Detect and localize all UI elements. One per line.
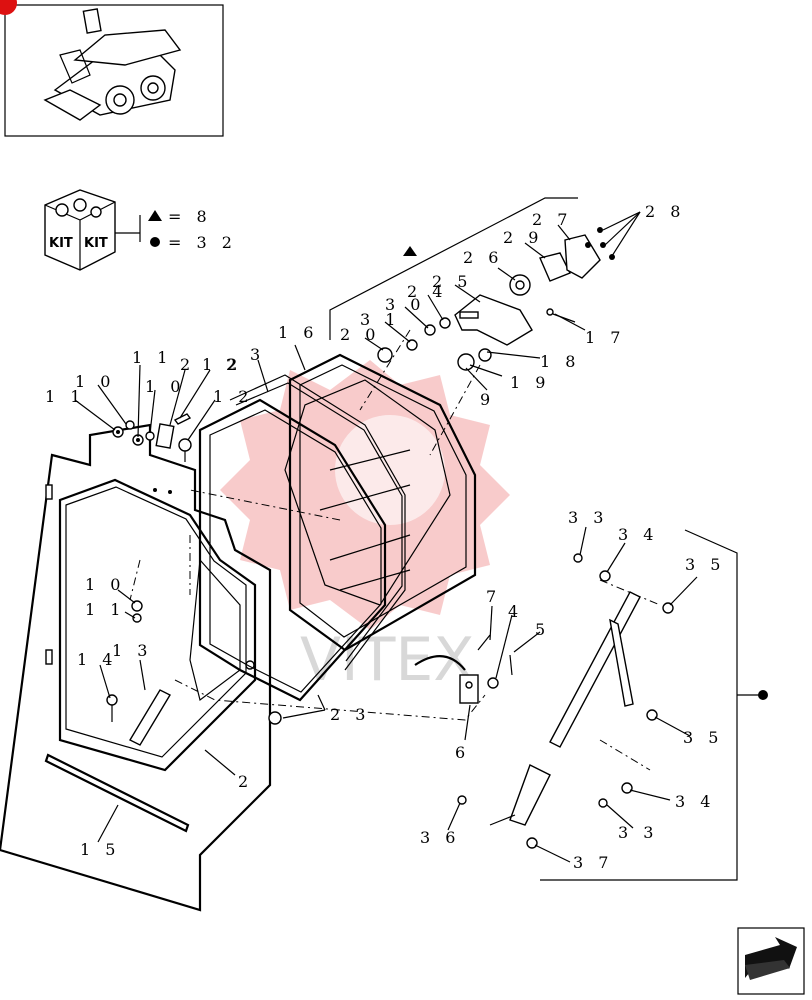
callout-37: 3 7 bbox=[573, 853, 613, 872]
callout-31: 3 1 bbox=[360, 310, 400, 329]
callout-5: 5 bbox=[535, 620, 550, 639]
callout-10: 1 0 bbox=[75, 372, 115, 391]
callout-34: 3 4 bbox=[675, 792, 715, 811]
callout-2: 2 bbox=[238, 772, 253, 791]
next-page-arrow-icon[interactable] bbox=[737, 927, 805, 995]
hinge-hardware bbox=[377, 227, 615, 371]
callout-34: 3 4 bbox=[618, 525, 658, 544]
callout-14: 1 4 bbox=[77, 650, 117, 669]
triangle-icon bbox=[148, 210, 162, 221]
callout-10: 1 0 bbox=[85, 575, 125, 594]
fastener-group-top-left bbox=[112, 413, 192, 462]
kit-label-left: KIT bbox=[49, 236, 73, 251]
door-frame[interactable] bbox=[0, 423, 272, 912]
callout-9: 9 bbox=[480, 390, 495, 409]
callout-33: 3 3 bbox=[568, 508, 608, 527]
callout-35: 3 5 bbox=[685, 555, 725, 574]
leader-lines bbox=[74, 211, 698, 863]
dot-icon bbox=[150, 237, 160, 247]
bottom-seal-strip[interactable] bbox=[44, 753, 190, 833]
watermark-text: VITEX bbox=[300, 625, 474, 695]
callout-7: 7 bbox=[486, 587, 501, 606]
callout-3: 3 bbox=[250, 345, 265, 364]
callout-28: 2 8 bbox=[645, 202, 685, 221]
glass-panel-16[interactable] bbox=[284, 353, 477, 652]
callout-33: 3 3 bbox=[618, 823, 658, 842]
callout-19: 1 9 bbox=[510, 373, 550, 392]
callout-labels: 1 1 1 0 1 1 1 0 2 1 2 2 1 2 3 1 6 2 0 3 … bbox=[45, 202, 725, 872]
callout-12: 1 2 bbox=[213, 387, 253, 406]
legend: = 8 = 3 2 bbox=[148, 207, 237, 252]
bracket-dot-icon bbox=[758, 690, 768, 700]
callout-23: 2 3 bbox=[330, 705, 370, 724]
callout-6: 6 bbox=[455, 743, 470, 762]
corner-badge bbox=[0, 0, 17, 15]
callout-24: 2 4 bbox=[407, 282, 447, 301]
callout-15: 1 5 bbox=[80, 840, 120, 859]
kit-label-right: KIT bbox=[84, 236, 108, 251]
legend-triangle-text: = 8 bbox=[168, 207, 212, 226]
skid-steer-loader-icon bbox=[43, 8, 182, 121]
construction-lines bbox=[129, 329, 661, 771]
callout-11: 1 1 bbox=[45, 387, 85, 406]
callout-12: 1 2 bbox=[202, 355, 242, 374]
callout-4: 4 bbox=[508, 602, 523, 621]
screws-28-icon bbox=[585, 227, 615, 260]
machine-thumbnail[interactable] bbox=[0, 0, 224, 137]
callout-26: 2 6 bbox=[463, 248, 503, 267]
callout-11: 1 1 bbox=[85, 600, 125, 619]
callout-16: 1 6 bbox=[278, 323, 318, 342]
gas-strut-assembly bbox=[457, 529, 768, 881]
callout-18: 1 8 bbox=[540, 352, 580, 371]
callout-27: 2 7 bbox=[532, 210, 572, 229]
callout-35: 3 5 bbox=[683, 728, 723, 747]
callout-13: 1 3 bbox=[112, 641, 152, 660]
legend-dot-text: = 3 2 bbox=[168, 233, 237, 252]
callout-30: 3 0 bbox=[385, 295, 425, 314]
callout-29: 2 9 bbox=[503, 228, 543, 247]
callout-11: 1 1 bbox=[132, 348, 172, 367]
triangle-kit-bracket bbox=[329, 197, 578, 340]
callout-17: 1 7 bbox=[585, 328, 625, 347]
callout-20: 2 0 bbox=[340, 325, 380, 344]
callout-10: 1 0 bbox=[145, 377, 185, 396]
callout-25: 2 5 bbox=[432, 272, 472, 291]
kit-box-icon: KIT KIT bbox=[44, 189, 141, 271]
latch-parts bbox=[106, 600, 513, 746]
bracket-triangle-icon bbox=[403, 246, 417, 256]
callout-2: 2 bbox=[226, 355, 241, 374]
callout-36: 3 6 bbox=[420, 828, 460, 847]
callout-2: 2 bbox=[180, 355, 195, 374]
